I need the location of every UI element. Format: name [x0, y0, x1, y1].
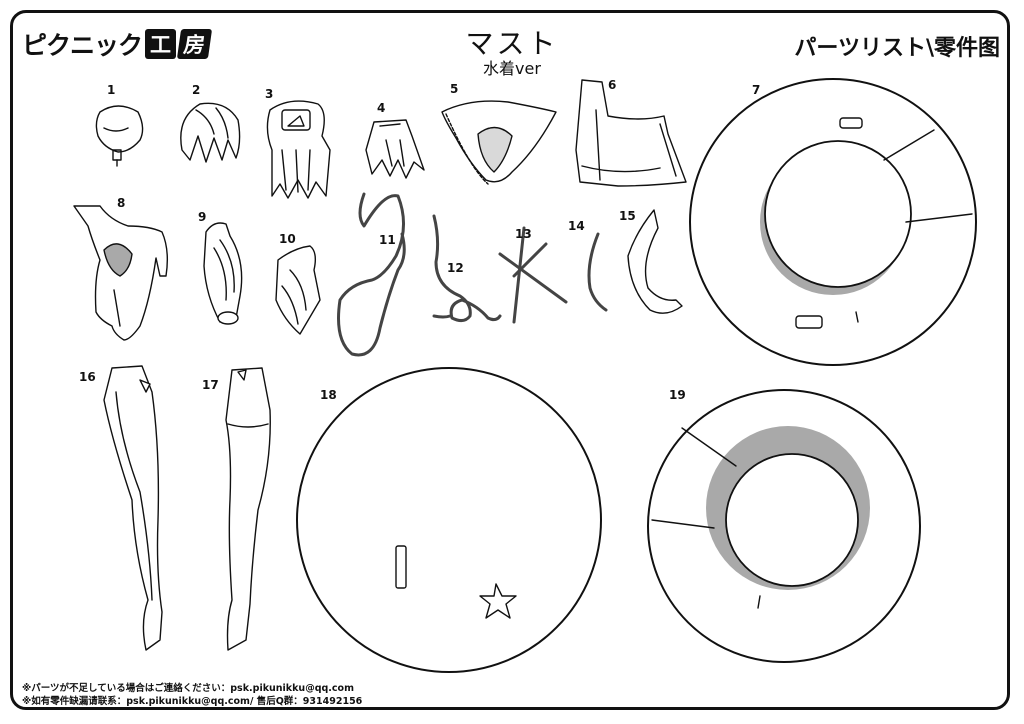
part-number-3: 3: [265, 87, 274, 101]
part-number-10: 10: [279, 232, 296, 246]
part-7-float-ring: [689, 78, 977, 366]
part-6-cloth-top: [575, 79, 687, 187]
page-subtitle: 水着ver: [483, 59, 541, 78]
part-11-rope: [337, 192, 406, 357]
part-18-base-disc: [296, 367, 602, 673]
part-number-11: 11: [379, 233, 396, 247]
footer-note-cn: ※如有零件缺漏请联系：psk.pikunikku@qq.com/ 售后Q群：93…: [22, 696, 363, 707]
part-17-leg: [225, 367, 271, 651]
part-number-8: 8: [117, 196, 126, 210]
part-number-7: 7: [752, 83, 761, 97]
part-9-sleeve: [203, 222, 243, 325]
part-16-leg: [103, 365, 163, 651]
part-15-frill: [627, 209, 683, 314]
part-number-14: 14: [568, 219, 585, 233]
part-8-torso: [73, 205, 169, 341]
brand-logo: ピクニック 工 房: [22, 26, 213, 62]
part-number-19: 19: [669, 388, 686, 402]
part-number-2: 2: [192, 83, 201, 97]
part-number-15: 15: [619, 209, 636, 223]
part-19-float-ring: [647, 389, 921, 663]
part-13-rope-cross: [498, 226, 568, 324]
part-number-1: 1: [107, 83, 116, 97]
part-number-4: 4: [377, 101, 386, 115]
logo-block-1: 工: [145, 29, 177, 59]
part-2-hair-front: [180, 102, 241, 163]
part-5-swimsuit-top: [441, 100, 557, 185]
part-3-hair-back: [266, 100, 331, 199]
parts-list-heading: パーツリスト\零件图: [794, 36, 1000, 61]
part-number-6: 6: [608, 78, 617, 92]
part-number-9: 9: [198, 210, 207, 224]
part-number-16: 16: [79, 370, 96, 384]
page-title: マスト: [465, 27, 559, 60]
part-number-5: 5: [450, 82, 459, 96]
part-12-rope: [432, 214, 502, 323]
part-14-rope-arc: [587, 232, 608, 312]
part-1-head: [95, 105, 144, 167]
part-number-13: 13: [515, 227, 532, 241]
part-number-18: 18: [320, 388, 337, 402]
logo-text: ピクニック: [22, 31, 143, 60]
part-number-17: 17: [202, 378, 219, 392]
footer-note-jp: ※パーツが不足している場合はご連絡ください：psk.pikunikku@qq.c…: [22, 683, 354, 694]
part-10-cloth-piece: [275, 245, 321, 335]
part-number-12: 12: [447, 261, 464, 275]
parts-sheet-frame: [10, 10, 1010, 710]
part-4-hair-piece: [365, 119, 425, 179]
